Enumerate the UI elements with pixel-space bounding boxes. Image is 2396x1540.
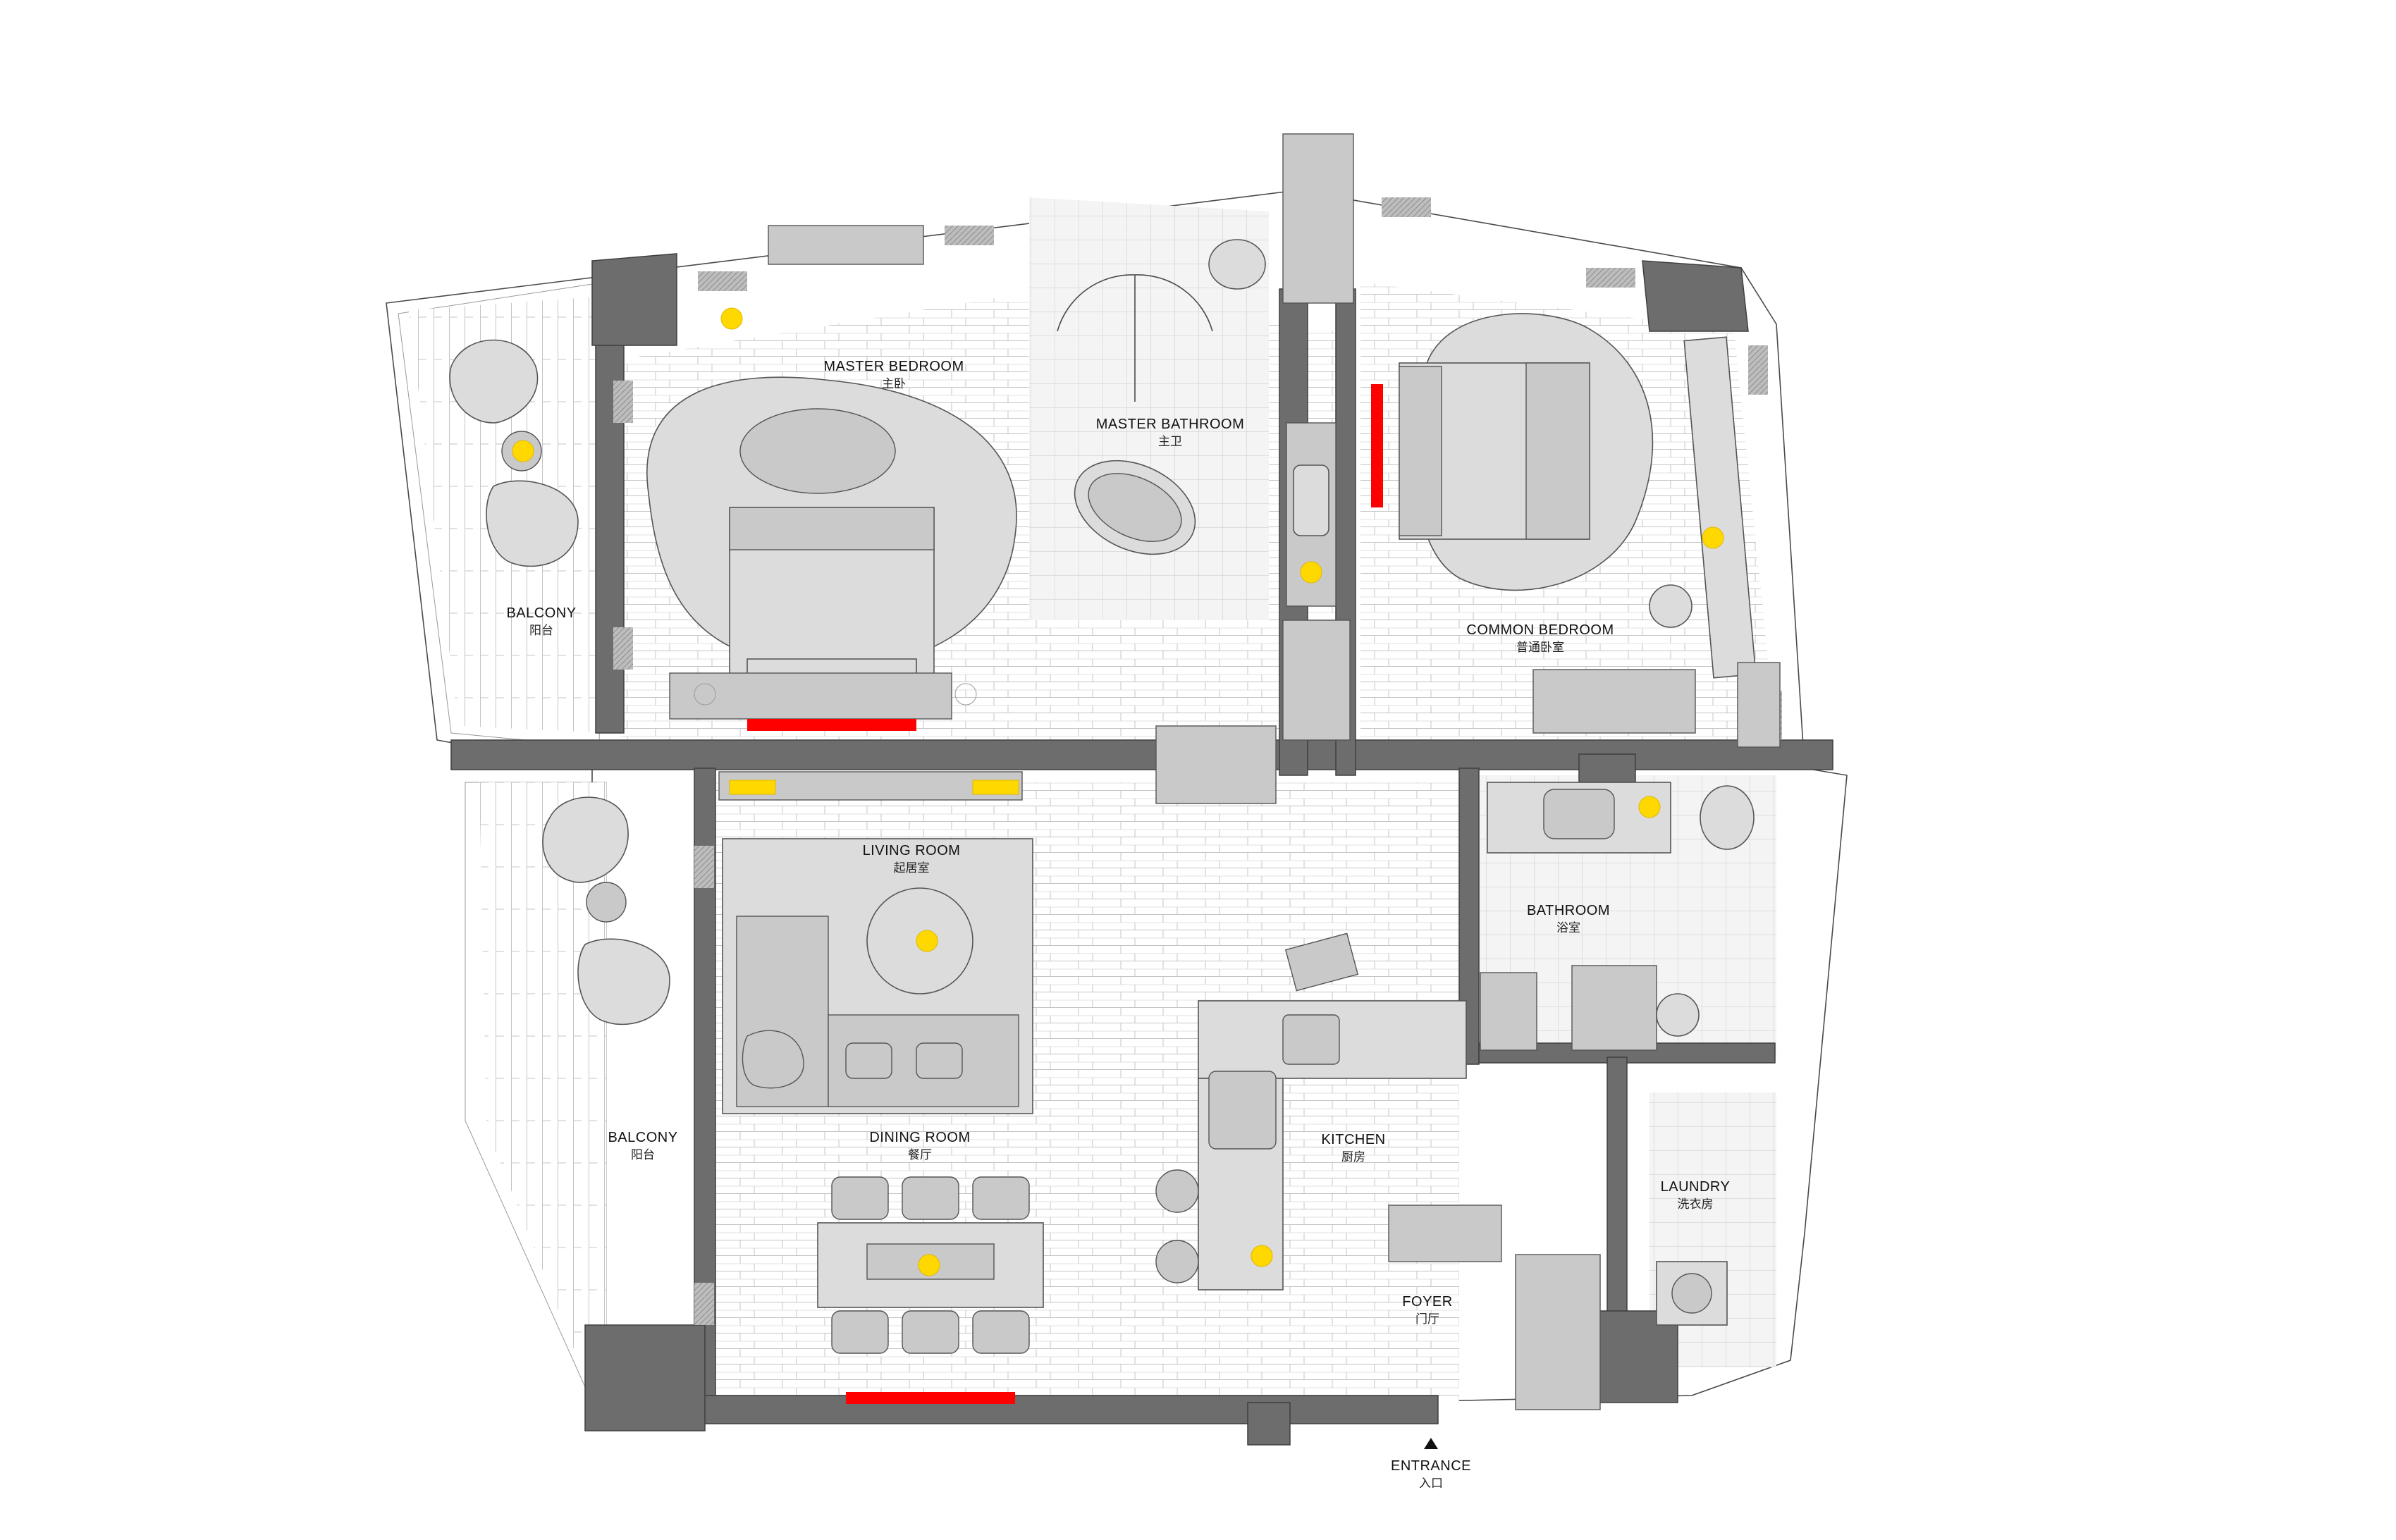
balcony-lower-furniture [542,796,670,1025]
label-living-room: LIVING ROOM [863,843,961,858]
red-bar-icon [747,719,916,731]
yellow-strip-icon [729,780,776,795]
label-balcony-lower: BALCONY [608,1130,677,1145]
label-entrance-cn: 入口 [1419,1477,1443,1491]
light-fixtures [512,307,1724,1276]
label-balcony-upper-cn: 阳台 [529,624,553,638]
label-dining-room-cn: 餐厅 [908,1148,932,1162]
label-dining-room: DINING ROOM [869,1130,970,1145]
accent-walls [747,384,1383,1404]
label-master-bathroom: MASTER BATHROOM [1096,417,1244,432]
dining-room-furniture [817,1176,1044,1354]
label-kitchen-cn: 厨房 [1341,1150,1365,1164]
room-labels: MASTER BEDROOM 主卧 MASTER BATHROOM 主卫 COM… [506,359,1731,1491]
yellow-dot-icon [1251,1245,1273,1267]
yellow-dot-icon [918,1254,940,1276]
label-master-bedroom-cn: 主卧 [882,377,906,391]
label-master-bedroom: MASTER BEDROOM [823,359,964,374]
label-laundry-cn: 洗衣房 [1678,1197,1714,1212]
red-bar-icon [1371,384,1383,507]
label-kitchen: KITCHEN [1321,1132,1385,1147]
label-common-bedroom: COMMON BEDROOM [1466,622,1614,638]
label-living-room-cn: 起居室 [894,861,930,875]
yellow-strip-icon [972,780,1019,795]
red-bar-icon [846,1392,1015,1404]
label-foyer: FOYER [1402,1294,1452,1310]
bathroom-fixtures [1480,782,1755,1051]
yellow-dot-icon [720,307,743,330]
master-bedroom-furniture [646,225,1023,801]
common-bedroom-furniture [1399,313,1781,748]
label-common-bedroom-cn: 普通卧室 [1516,641,1564,655]
label-entrance: ENTRANCE [1391,1458,1471,1474]
master-bathroom-fixtures [1057,133,1354,804]
label-foyer-cn: 门厅 [1415,1312,1439,1326]
yellow-dot-icon [1702,526,1724,549]
label-bathroom: BATHROOM [1527,903,1610,918]
yellow-dot-icon [512,440,534,462]
laundry-fixtures [1656,1261,1728,1326]
yellow-dot-icon [1638,796,1661,818]
label-master-bathroom-cn: 主卫 [1158,435,1182,449]
yellow-dot-icon [1300,561,1322,584]
yellow-dot-icon [916,930,938,952]
label-laundry: LAUNDRY [1661,1179,1731,1195]
label-balcony-lower-cn: 阳台 [631,1148,655,1162]
label-bathroom-cn: 浴室 [1556,921,1580,935]
living-room-furniture [722,838,1033,1114]
label-balcony-upper: BALCONY [506,605,576,621]
triangle-up-icon [1424,1438,1438,1449]
